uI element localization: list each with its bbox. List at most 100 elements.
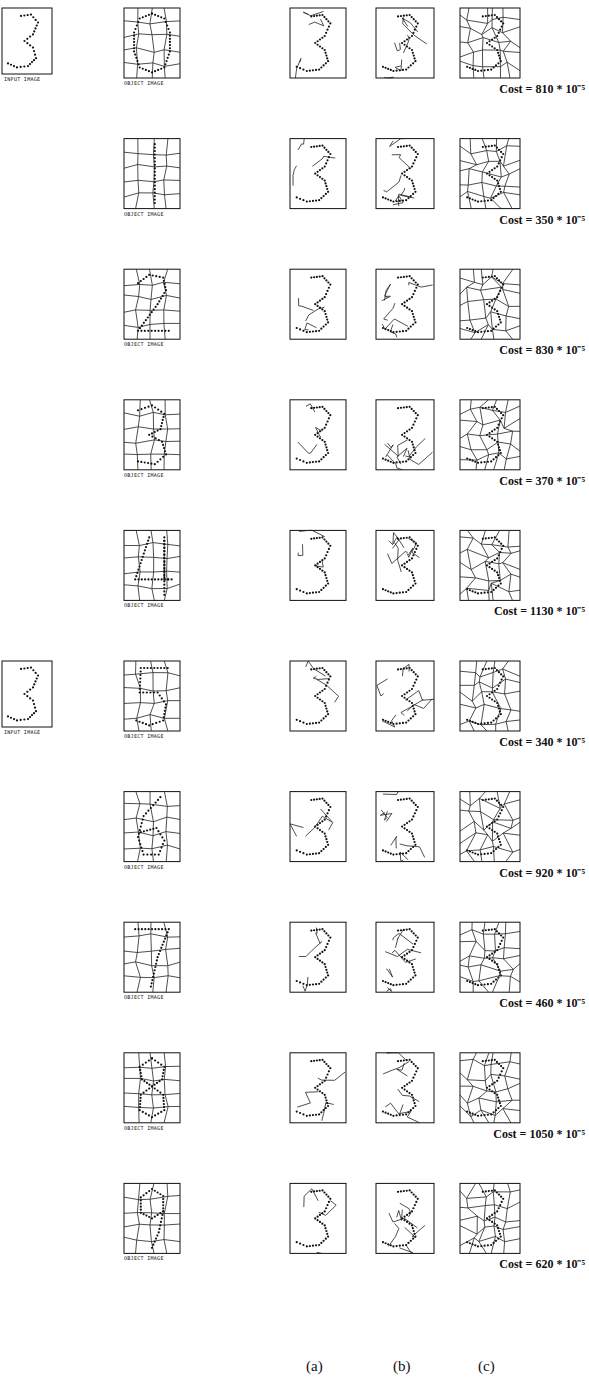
digit-dot: [145, 1215, 147, 1217]
digit-dot: [163, 540, 165, 542]
digit-dot: [323, 1240, 325, 1242]
digit-dot: [155, 306, 157, 308]
digit-dot: [160, 947, 162, 949]
digit-dot: [401, 173, 403, 175]
digit-dot: [402, 1244, 404, 1246]
digit-dot: [466, 196, 468, 198]
digit-dot: [146, 667, 148, 669]
digit-dot: [139, 17, 141, 19]
digit-dot: [494, 308, 496, 310]
digit-dot: [141, 578, 143, 580]
digit-dot: [403, 432, 405, 434]
digit-dot: [167, 57, 169, 59]
digit-dot: [406, 145, 408, 147]
image-frame: [290, 400, 346, 470]
digit-dot: [415, 20, 417, 22]
digit-dot: [384, 1242, 386, 1244]
digit-dot: [142, 556, 144, 558]
digit-dot: [30, 14, 32, 16]
digit-dot: [402, 722, 404, 724]
digit-dot: [318, 1244, 320, 1246]
digit-dot: [33, 50, 35, 52]
digit-dot: [35, 19, 37, 21]
digit-dot: [326, 682, 328, 684]
digit-dot: [406, 38, 408, 40]
digit-dot: [316, 1059, 318, 1061]
digit-dot: [411, 16, 413, 18]
digit-dot: [171, 578, 173, 580]
digit-dot: [498, 1077, 500, 1079]
digit-dot: [326, 841, 328, 843]
digit-dot: [400, 1060, 402, 1062]
digit-dot: [329, 937, 331, 939]
digit-dot: [413, 972, 415, 974]
digit-dot: [413, 802, 415, 804]
image-frame: [124, 1183, 180, 1253]
digit-dot: [325, 671, 327, 673]
digit-dot: [496, 166, 498, 168]
digit-dot: [319, 38, 321, 40]
digit-dot: [319, 960, 321, 962]
digit-dot: [33, 30, 35, 32]
digit-dot: [147, 462, 149, 464]
template-grid: [124, 661, 180, 731]
digit-dot: [412, 293, 414, 295]
digit-dot: [491, 45, 493, 47]
digit-dot: [409, 798, 411, 800]
digit-dot: [136, 60, 138, 62]
digit-dot: [142, 722, 144, 724]
digit-dot: [409, 14, 411, 16]
digit-dot: [327, 713, 329, 715]
digit-dot: [498, 1230, 500, 1232]
digit-dot: [387, 198, 389, 200]
digit-dot: [407, 981, 409, 983]
digit-dot: [143, 667, 145, 669]
digit-dot: [159, 1224, 161, 1226]
deformed-grid-lines: [380, 792, 424, 862]
digit-dot: [413, 1099, 415, 1101]
digit-dot: [147, 540, 149, 542]
digit-dot: [312, 853, 314, 855]
digit-dot: [324, 557, 326, 559]
digit-dot: [327, 20, 329, 22]
digit-dot: [158, 439, 160, 441]
digit-dot: [395, 1114, 397, 1116]
image-frame: [376, 269, 434, 339]
digit-dot: [316, 145, 318, 147]
digit-dot: [325, 715, 327, 717]
digit-dot: [323, 1191, 325, 1193]
digit-dot: [157, 1062, 159, 1064]
digit-dot: [163, 567, 165, 569]
digit-dot: [494, 47, 496, 49]
deformed-grid-lines: [387, 533, 419, 572]
digit-dot: [162, 1195, 164, 1197]
digit-dot: [314, 956, 316, 958]
digit-dot: [488, 305, 490, 307]
digit-dot: [411, 1080, 413, 1082]
template-grid: [460, 922, 520, 992]
digit-dot: [413, 969, 415, 971]
digit-dot: [327, 844, 329, 846]
digit-dot: [312, 461, 314, 463]
image-frame: [124, 139, 180, 209]
image-frame: [124, 8, 180, 78]
image-frame: [376, 530, 434, 600]
digit-dot: [318, 330, 320, 332]
digit-dot: [157, 461, 159, 463]
digit-dot: [496, 310, 498, 312]
digit-dot: [319, 45, 321, 47]
digit-dot: [138, 833, 140, 835]
digit-dot: [160, 847, 162, 849]
image-frame: [460, 1183, 520, 1253]
digit-dot: [411, 427, 413, 429]
digit-dot: [299, 1112, 301, 1114]
digit-dot: [140, 831, 142, 833]
digit-dot: [148, 1190, 150, 1192]
digit-dot: [306, 331, 308, 333]
digit-dot: [145, 69, 147, 71]
digit-dot: [499, 812, 501, 814]
digit-dot: [414, 1073, 416, 1075]
digit-dot: [153, 972, 155, 974]
digit-dot: [488, 563, 490, 565]
digit-dot: [406, 1059, 408, 1061]
